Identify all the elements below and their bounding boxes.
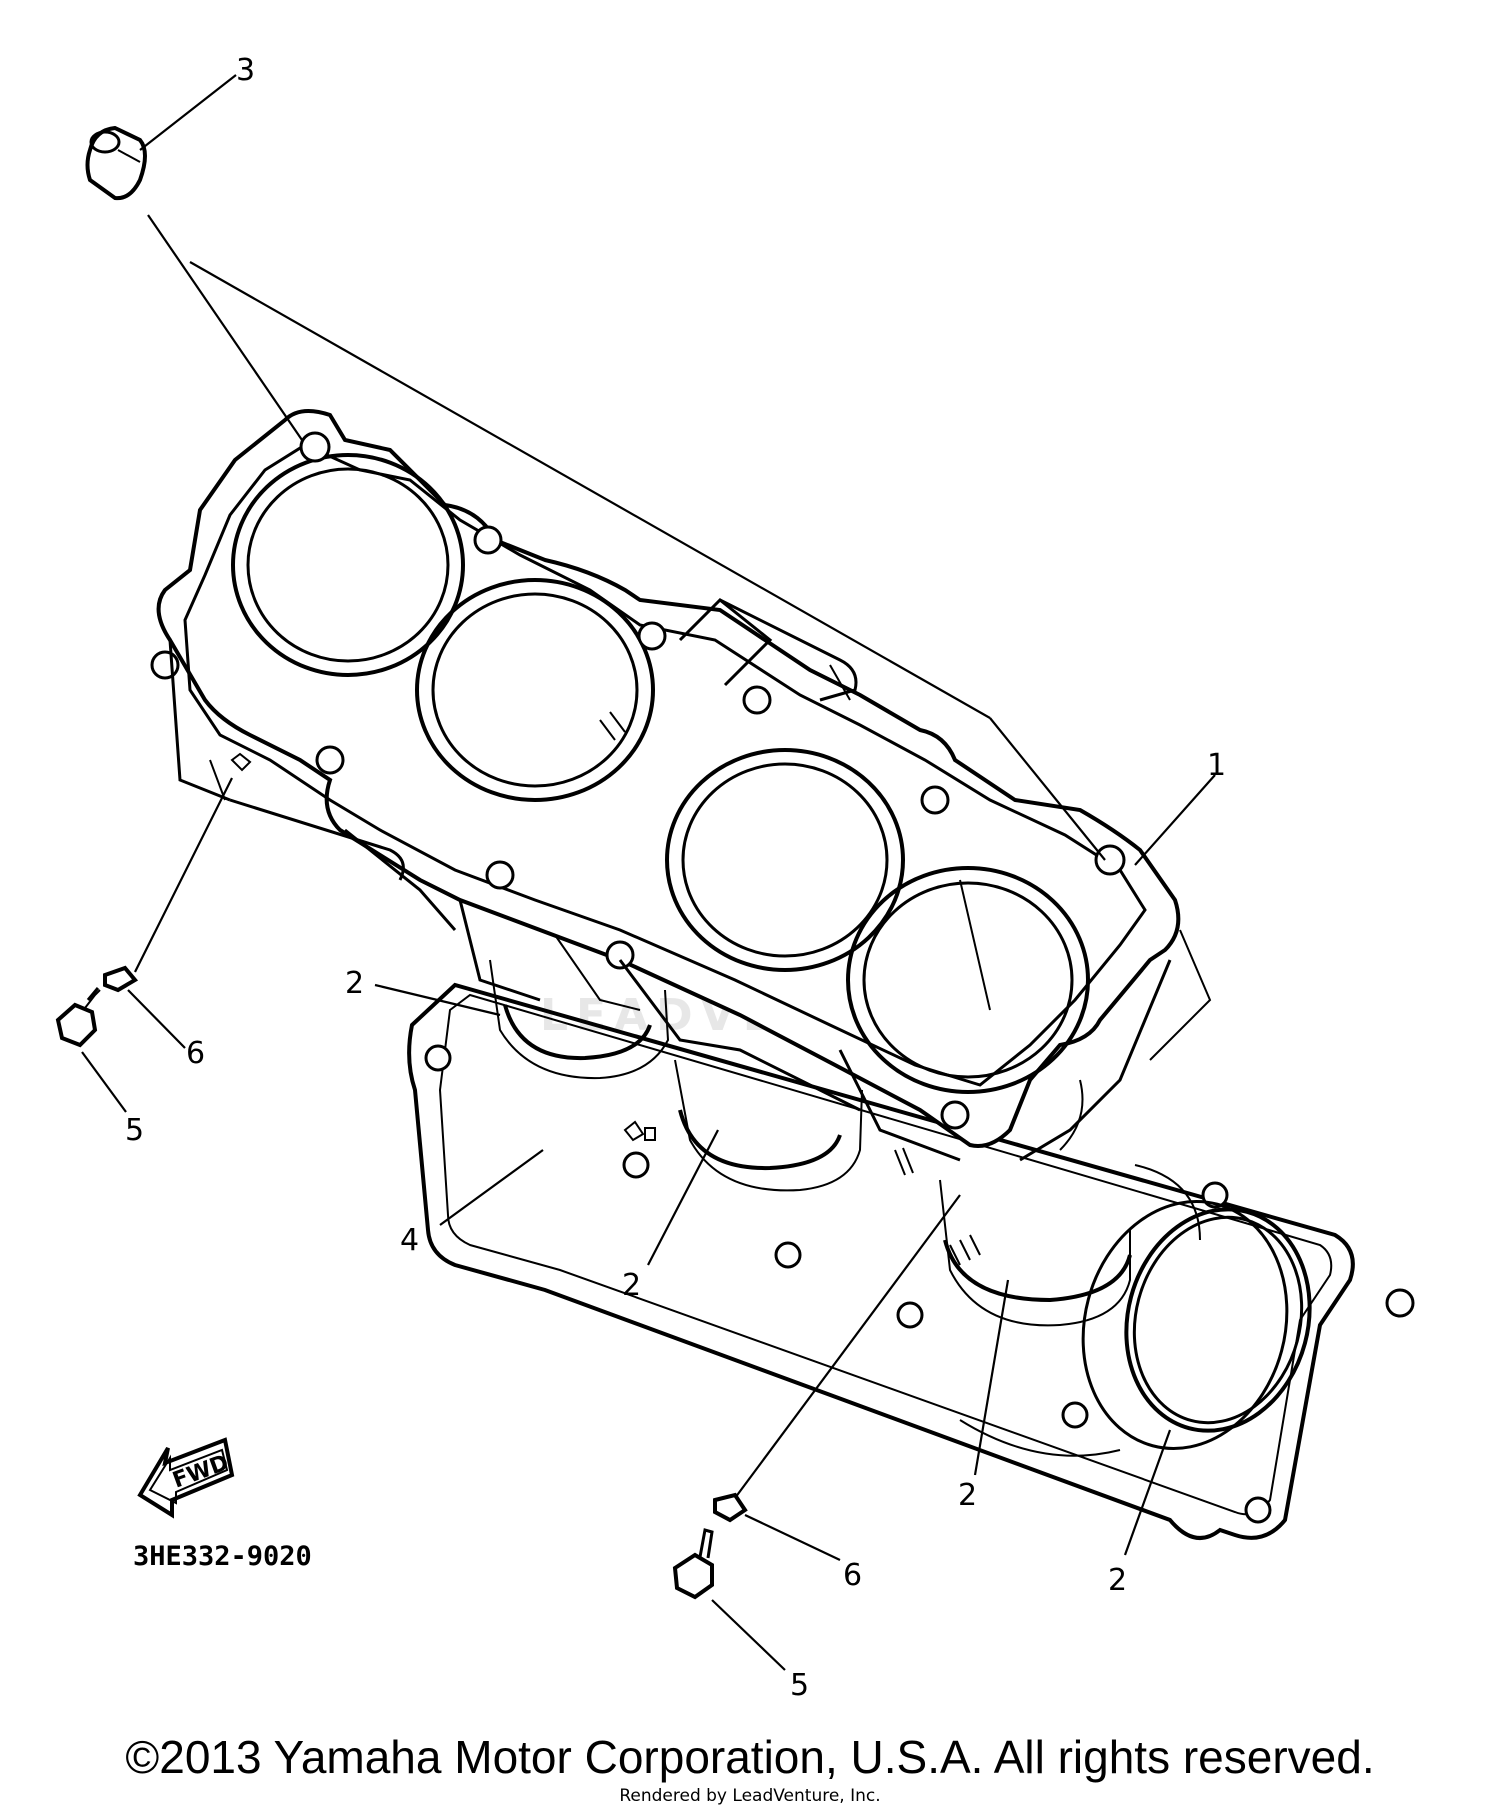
washer-right	[713, 1492, 748, 1523]
callout-6-left: 6	[186, 1036, 205, 1071]
callout-6-right: 6	[843, 1558, 862, 1593]
fwd-arrow-icon: FWD	[137, 1437, 235, 1519]
leader-lines	[81, 74, 1216, 1671]
render-credit: Rendered by LeadVenture, Inc.	[619, 1786, 881, 1806]
callout-2-lower: 2	[958, 1478, 977, 1513]
bolt-right	[672, 1528, 714, 1600]
bolt-left	[55, 987, 101, 1048]
callout-5-right: 5	[790, 1668, 809, 1703]
callout-2-top: 2	[345, 966, 364, 1001]
o-rings	[503, 1004, 1312, 1433]
cylinder-block	[150, 409, 1212, 1266]
callout-2-right: 2	[1108, 1563, 1127, 1598]
callout-2-middle: 2	[622, 1268, 641, 1303]
callout-3: 3	[236, 53, 255, 88]
dowel-pin	[85, 125, 147, 201]
callout-4: 4	[400, 1223, 419, 1258]
callout-1: 1	[1207, 748, 1226, 783]
part-code: 3HE332-9020	[133, 1541, 312, 1572]
callout-5-left: 5	[125, 1113, 144, 1148]
washer-left	[103, 965, 139, 993]
cylinder-gasket	[407, 982, 1415, 1540]
copyright-notice: ©2013 Yamaha Motor Corporation, U.S.A. A…	[125, 1731, 1375, 1783]
cylinder-sleeves	[489, 959, 1201, 1327]
